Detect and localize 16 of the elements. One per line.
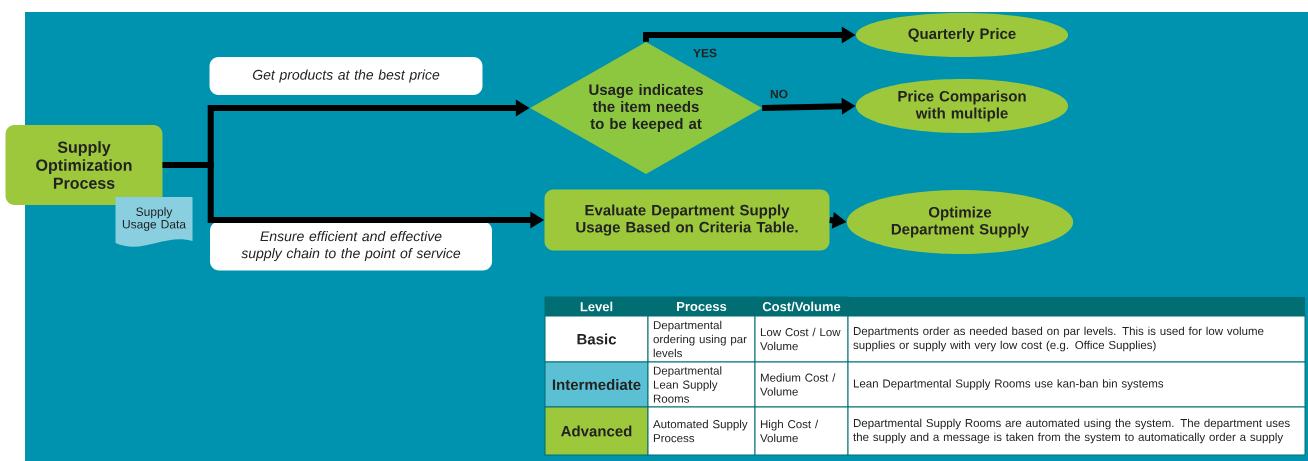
process-box: Supply Optimization Process [5,125,163,205]
note-box: Get products at the best price [209,57,483,95]
table-cell: Departmental Lean Supply Rooms [647,361,756,408]
process-box: Evaluate Department Supply Usage Based on Criteria Table. [544,189,830,251]
edge-label: YES [692,47,718,59]
table-cell: High Cost / Volume [754,406,849,456]
table-cell: Basic [544,315,649,363]
table-cell: Low Cost / Low Volume [754,315,849,363]
note-box: Ensure efficient and effective supply chain to the point of service [210,221,492,271]
table-cell: Automated Supply Process [647,406,756,456]
table-cell: Medium Cost / Volume [754,361,849,408]
edge-label: NO [769,88,789,100]
header-cell: Cost/Volume [754,296,849,317]
table-cell: Advanced [544,406,649,456]
table-cell: Intermediate [544,361,649,408]
table-cell: Departmental ordering using par levels [647,315,756,363]
